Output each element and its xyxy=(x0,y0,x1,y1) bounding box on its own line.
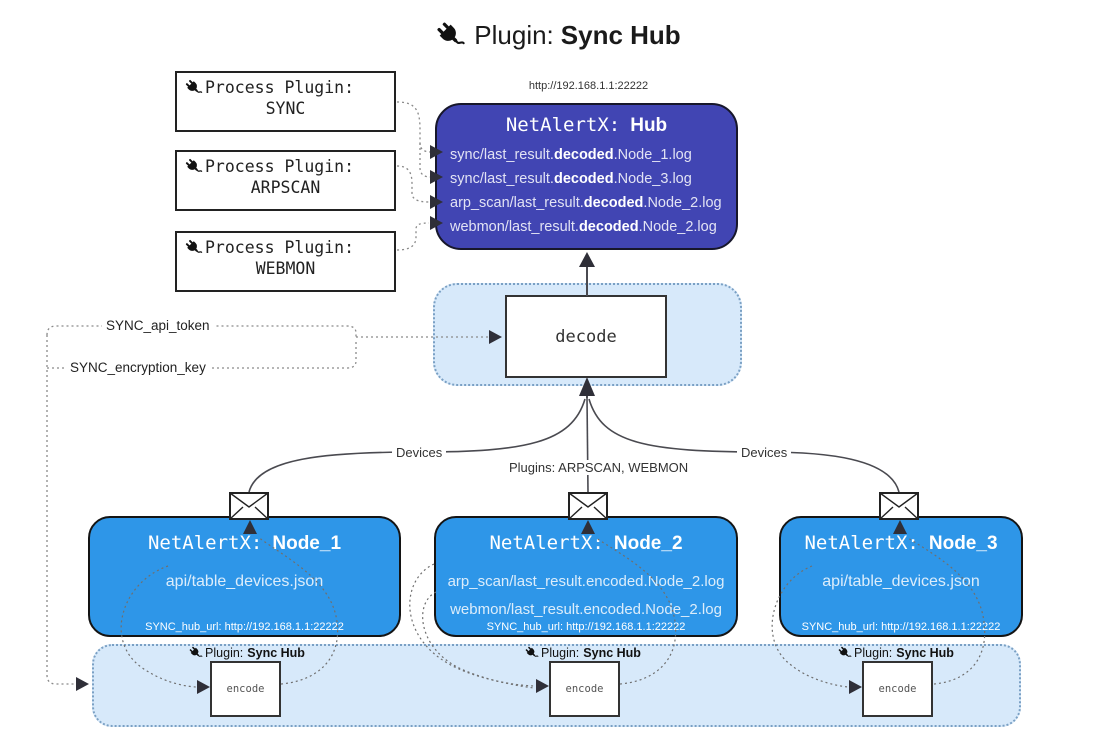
envelope-icon xyxy=(879,492,919,520)
node3-title: NetAlertX:Node_3 xyxy=(804,532,998,554)
process-plugin-name: ARPSCAN xyxy=(250,178,321,197)
title-name: Sync Hub xyxy=(560,20,681,50)
process-plugin-box-arpscan: Process Plugin: ARPSCAN xyxy=(175,150,396,211)
process-plugin-label: Process Plugin: xyxy=(205,238,355,257)
node3-hub-url: SYNC_hub_url: http://192.168.1.1:22222 xyxy=(801,621,1001,633)
process-plugin-box-webmon: Process Plugin: WEBMON xyxy=(175,231,396,292)
sync-connector-2 xyxy=(419,143,432,178)
arrow-into-strip xyxy=(76,677,89,691)
envelope-icon xyxy=(229,492,269,520)
hub-log-line: sync/last_result.decoded.Node_1.log xyxy=(450,147,692,163)
hub-title-name: Hub xyxy=(630,115,668,136)
node1-hub-url: SYNC_hub_url: http://192.168.1.1:22222 xyxy=(145,621,344,633)
tokens-to-strip-line xyxy=(46,335,76,685)
plug-icon xyxy=(838,646,852,660)
devices-label-right: Devices xyxy=(737,445,792,460)
node2-file: arp_scan/last_result.encoded.Node_2.log xyxy=(447,573,725,590)
hub-log-line: arp_scan/last_result.decoded.Node_2.log xyxy=(450,195,722,211)
process-plugin-name: SYNC xyxy=(265,99,306,118)
sync-encryption-key-label: SYNC_encryption_key xyxy=(66,360,210,375)
strip-plugin-label: Plugin:Sync Hub xyxy=(177,646,317,660)
plug-icon xyxy=(189,646,203,660)
hub-log-line: webmon/last_result.decoded.Node_2.log xyxy=(450,219,717,235)
hub-title-prefix: NetAlertX: xyxy=(505,114,621,136)
sync-api-token-label: SYNC_api_token xyxy=(102,318,214,333)
node1-box: NetAlertX:Node_1 api/table_devices.json … xyxy=(88,516,401,637)
sync-connector-1 xyxy=(396,101,432,153)
hub-log-list: sync/last_result.decoded.Node_1.log sync… xyxy=(437,143,736,239)
plug-icon xyxy=(525,646,539,660)
title-prefix: Plugin: xyxy=(474,20,554,50)
arpscan-connector xyxy=(396,165,430,203)
devices-label-left: Devices xyxy=(392,445,447,460)
node2-box: NetAlertX:Node_2 arp_scan/last_result.en… xyxy=(434,516,738,637)
envelope-icon xyxy=(568,492,608,520)
strip-plugin-label: Plugin:Sync Hub xyxy=(513,646,653,660)
hub-box: NetAlertX: Hub sync/last_result.decoded.N… xyxy=(435,103,738,250)
node3-file: api/table_devices.json xyxy=(822,573,980,590)
process-plugin-name: WEBMON xyxy=(255,259,316,278)
node2-plugins-line xyxy=(586,397,589,493)
encode-box: encode xyxy=(549,661,620,717)
node2-title: NetAlertX:Node_2 xyxy=(489,532,683,554)
strip-plugin-label: Plugin:Sync Hub xyxy=(826,646,966,660)
plugins-label: Plugins: ARPSCAN, WEBMON xyxy=(505,460,693,475)
plug-icon xyxy=(185,158,203,176)
hub-title: NetAlertX: Hub xyxy=(437,114,736,137)
node3-box: NetAlertX:Node_3 api/table_devices.json … xyxy=(779,516,1023,637)
plug-icon xyxy=(436,21,466,51)
node1-file: api/table_devices.json xyxy=(165,573,324,590)
encode-box: encode xyxy=(862,661,933,717)
node2-hub-url: SYNC_hub_url: http://192.168.1.1:22222 xyxy=(486,621,686,633)
process-plugin-box-sync: Process Plugin: SYNC xyxy=(175,71,396,132)
process-plugin-label: Process Plugin: xyxy=(205,157,355,176)
webmon-connector xyxy=(396,222,430,251)
decode-box: decode xyxy=(505,295,667,378)
plug-icon xyxy=(185,79,203,97)
hub-log-line: sync/last_result.decoded.Node_3.log xyxy=(450,171,692,187)
node1-title: NetAlertX:Node_1 xyxy=(147,532,342,554)
node2-file: webmon/last_result.encoded.Node_2.log xyxy=(450,601,722,618)
page-title: Plugin: Sync Hub xyxy=(0,20,1117,51)
process-plugin-label: Process Plugin: xyxy=(205,78,355,97)
hub-url: http://192.168.1.1:22222 xyxy=(528,80,649,92)
plug-icon xyxy=(185,239,203,257)
arrow-up-into-hub xyxy=(579,252,595,267)
encode-box: encode xyxy=(210,661,281,717)
